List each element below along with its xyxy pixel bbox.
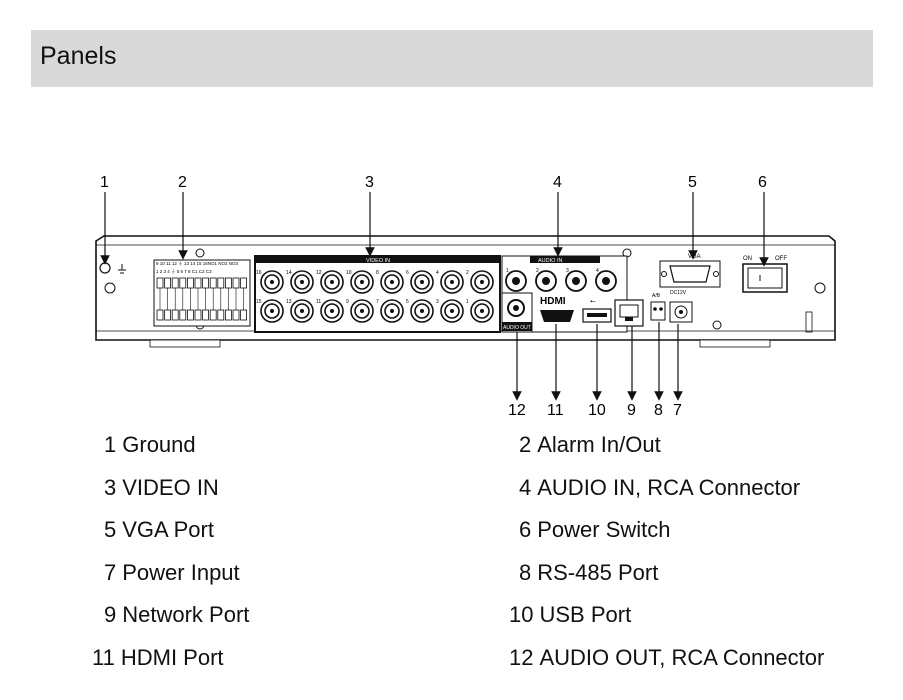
bnc-connector: 10 — [346, 270, 374, 294]
svg-text:8: 8 — [654, 402, 663, 419]
bnc-number: 1 — [466, 299, 469, 305]
alarm-terminal-block: 9 10 11 12 ⏚ 13 14 15 16NO1 NO2 NO3 1 2 … — [153, 259, 251, 327]
callout-3: 3 — [365, 174, 375, 257]
rca-connector: 1 — [505, 268, 527, 292]
switch-off-label: OFF — [775, 256, 787, 262]
dc12v-label: DC12V — [670, 290, 687, 296]
callout-4: 4 — [553, 174, 563, 257]
bnc-number: 13 — [286, 299, 292, 305]
bnc-number: 10 — [346, 270, 352, 276]
rca-number: 3 — [566, 268, 569, 274]
video-in-label: VIDEO IN — [366, 258, 390, 264]
bnc-connector: 13 — [286, 299, 314, 323]
alarm-top-labels: 9 10 11 12 ⏚ 13 14 15 16NO1 NO2 NO3 — [156, 260, 238, 266]
svg-text:3: 3 — [365, 174, 374, 191]
rca-number: 4 — [596, 268, 599, 274]
bnc-connector: 15 — [256, 299, 284, 323]
audio-in-label: AUDIO IN — [538, 258, 562, 264]
callout-12: 12 — [508, 332, 526, 419]
bnc-connector: 9 — [346, 299, 374, 323]
svg-text:6: 6 — [758, 174, 767, 191]
section-title: Panels — [40, 42, 117, 70]
svg-text:12: 12 — [508, 402, 526, 419]
callout-11: 11 — [547, 324, 564, 419]
callout-1: 1 — [100, 174, 110, 265]
bnc-number: 2 — [466, 270, 469, 276]
bnc-number: 12 — [316, 270, 322, 276]
callout-5: 5 — [688, 174, 698, 260]
bnc-number: 15 — [256, 299, 262, 305]
rca-number: 2 — [536, 268, 539, 274]
bnc-number: 11 — [316, 299, 321, 305]
vga-port: VGA — [659, 254, 721, 288]
bnc-connector: 4 — [436, 270, 464, 294]
callout-2: 2 — [178, 174, 188, 260]
callout-10: 10 — [588, 324, 606, 419]
svg-text:7: 7 — [673, 402, 682, 419]
bnc-connector: 12 — [316, 270, 344, 294]
callout-7: 7 — [673, 324, 683, 419]
bnc-number: 6 — [406, 270, 409, 276]
bnc-number: 14 — [286, 270, 292, 276]
video-in-bnc-group: VIDEO IN 16 15 14 13 12 11 10 9 8 7 6 5 4 3 2 1 — [254, 255, 501, 333]
bnc-connector: 11 — [316, 299, 344, 323]
bnc-number: 8 — [376, 270, 379, 276]
svg-text:9: 9 — [627, 402, 636, 419]
svg-text:10: 10 — [588, 402, 606, 419]
bnc-number: 7 — [376, 299, 379, 305]
vga-label: VGA — [688, 254, 701, 260]
rs485-port: A/B — [650, 293, 666, 321]
bnc-number: 4 — [436, 270, 439, 276]
callout-9: 9 — [627, 326, 637, 419]
bnc-connector: 8 — [376, 270, 404, 294]
callout-8: 8 — [654, 322, 664, 419]
section-header: Panels — [31, 30, 873, 87]
callout-6: 6 — [758, 174, 769, 267]
svg-text:11: 11 — [547, 402, 564, 419]
audio-out-label: AUDIO OUT — [503, 325, 531, 331]
power-input-jack: DC12V — [669, 290, 693, 323]
bnc-connector: 6 — [406, 270, 434, 294]
bnc-connector: 16 — [256, 270, 284, 294]
rca-connector: 4 — [595, 268, 617, 292]
bnc-number: 9 — [346, 299, 349, 305]
hdmi-port: HDMI — [540, 296, 574, 322]
network-port — [614, 299, 644, 327]
hdmi-label: HDMI — [540, 296, 566, 307]
bnc-connector: 1 — [466, 299, 494, 323]
svg-text:5: 5 — [688, 174, 697, 191]
bnc-connector: 14 — [286, 270, 314, 294]
bnc-connector: 3 — [436, 299, 464, 323]
alarm-bottom-labels: 1 2 3 4 ⏚ 5 6 7 8 C1 C2 C3 — [156, 268, 212, 274]
rca-connector: 2 — [535, 268, 557, 292]
usb-symbol-icon: ⭠ — [590, 298, 596, 305]
bnc-number: 16 — [256, 270, 262, 276]
switch-on-label: ON — [743, 256, 752, 262]
bnc-connector: 7 — [376, 299, 404, 323]
bnc-connector: 5 — [406, 299, 434, 323]
rs485-label: A/B — [652, 293, 661, 299]
rear-panel-diagram: 9 10 11 12 ⏚ 13 14 15 16NO1 NO2 NO3 1 2 … — [95, 174, 836, 419]
bnc-number: 5 — [406, 299, 409, 305]
svg-text:4: 4 — [553, 174, 562, 191]
svg-text:2: 2 — [178, 174, 187, 191]
rca-connector: 3 — [565, 268, 587, 292]
usb-port: ⭠ — [582, 298, 612, 323]
svg-text:1: 1 — [100, 174, 109, 191]
rca-number: 1 — [506, 268, 509, 274]
bnc-connector: 2 — [466, 270, 494, 294]
bnc-number: 3 — [436, 299, 439, 305]
